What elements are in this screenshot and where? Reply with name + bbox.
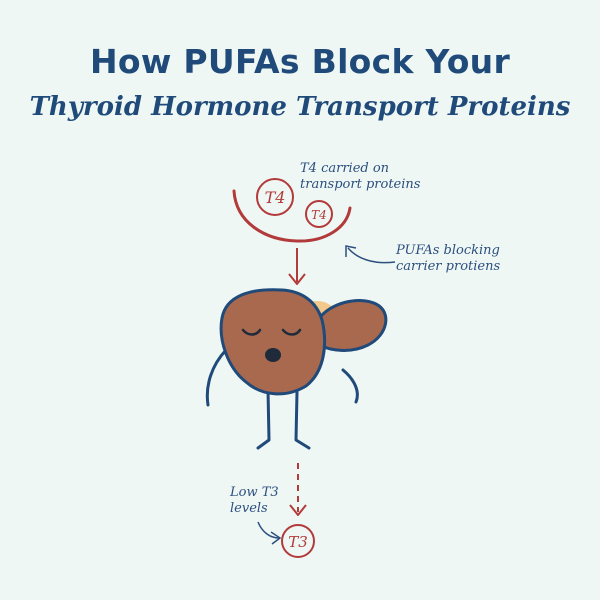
t4-large-label: T4 [265,188,286,207]
arrow-to-liver-icon [288,248,306,285]
low-t3-note: Low T3 levels [230,485,279,517]
title-line-2: Thyroid Hormone Transport Proteins [29,92,571,122]
low-t3-note-line-1: Low T3 [230,485,279,500]
low-t3-pointer-arrow-icon [257,521,282,545]
t3-label: T3 [288,533,308,551]
t4-carried-note-line-2: transport proteins [300,177,421,192]
title-line-1: How PUFAs Block Your [89,42,511,81]
pufa-note-line-1: PUFAs blocking [396,243,500,258]
low-t3-note-line-2: levels [230,501,268,516]
pufa-blocking-note: PUFAs blocking carrier protiens [396,243,500,275]
t3-circle: T3 [281,524,315,558]
t4-carried-note-line-1: T4 carried on [300,161,390,176]
t4-large-circle: T4 [256,178,294,216]
t4-carried-note: T4 carried on transport proteins [300,161,420,193]
liver-character-icon [205,288,388,450]
t4-small-circle: T4 [305,200,333,228]
pufa-note-line-2: carrier protiens [396,259,501,274]
t4-small-label: T4 [311,208,327,222]
transport-protein-icon [232,189,352,243]
pufa-pointer-arrow-icon [345,245,396,264]
dashed-arrow-to-t3-icon [289,463,307,516]
